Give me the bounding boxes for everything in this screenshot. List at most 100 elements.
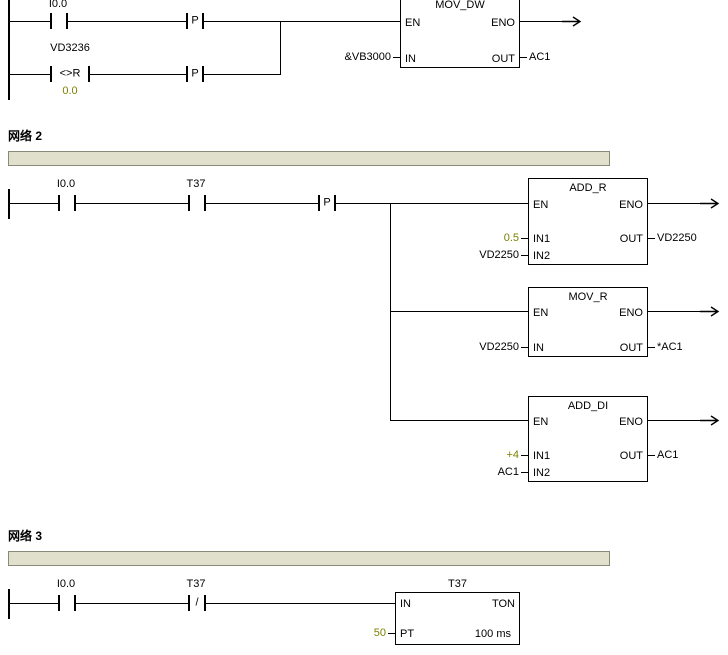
wire-tick bbox=[521, 455, 528, 456]
power-rail bbox=[8, 189, 10, 219]
contact-bar bbox=[202, 13, 204, 29]
port-out: OUT bbox=[619, 450, 643, 462]
contact-bar bbox=[204, 595, 206, 611]
contact-no[interactable] bbox=[58, 195, 76, 211]
wire bbox=[8, 21, 50, 22]
nc-slash: / bbox=[195, 596, 199, 609]
wire-junction bbox=[280, 21, 281, 75]
line-continue-arrow bbox=[700, 305, 724, 323]
wire-tick bbox=[648, 347, 655, 348]
wire bbox=[390, 420, 528, 421]
edge-contact-label: P bbox=[323, 196, 331, 209]
contact-operand[interactable]: T37 bbox=[186, 578, 206, 590]
compare-constant[interactable]: 0.0 bbox=[62, 85, 78, 97]
block-title: MOV_DW bbox=[435, 0, 485, 11]
timer-block-ton[interactable]: IN TON PT 100 ms bbox=[395, 592, 520, 645]
in1-operand[interactable]: +4 bbox=[506, 449, 519, 461]
contact-bar bbox=[204, 195, 206, 211]
network-comment-bar[interactable] bbox=[8, 551, 610, 566]
port-in: IN bbox=[533, 342, 544, 354]
contact-bar bbox=[74, 195, 76, 211]
pt-operand[interactable]: 50 bbox=[373, 627, 386, 639]
port-in: IN bbox=[405, 53, 416, 65]
wire-tick bbox=[521, 255, 528, 256]
contact-bar bbox=[74, 595, 76, 611]
contact-operand[interactable]: I0.0 bbox=[56, 578, 76, 590]
port-en: EN bbox=[533, 199, 549, 211]
wire-tick bbox=[521, 472, 528, 473]
contact-bar bbox=[188, 595, 190, 611]
contact-bar bbox=[50, 66, 52, 82]
port-pt: PT bbox=[400, 628, 415, 640]
contact-no[interactable] bbox=[50, 13, 68, 29]
wire bbox=[648, 420, 700, 421]
port-out: OUT bbox=[491, 53, 515, 65]
wire-tick bbox=[648, 455, 655, 456]
function-block-add-r[interactable]: ADD_R EN ENO IN1 OUT IN2 bbox=[528, 178, 648, 265]
contact-operand[interactable]: T37 bbox=[186, 178, 206, 190]
timer-operand[interactable]: T37 bbox=[448, 578, 467, 590]
power-rail bbox=[8, 589, 10, 619]
port-in1: IN1 bbox=[533, 233, 551, 245]
contact-operand[interactable]: VD3236 bbox=[50, 42, 90, 54]
wire bbox=[76, 603, 188, 604]
in2-operand[interactable]: VD2250 bbox=[479, 249, 519, 261]
wire bbox=[8, 74, 50, 75]
contact-operand[interactable]: I0.0 bbox=[56, 178, 76, 190]
wire bbox=[648, 203, 700, 204]
contact-operand[interactable]: I0.0 bbox=[48, 0, 68, 10]
network-title[interactable]: 网络 2 bbox=[8, 129, 43, 143]
positive-edge-contact[interactable]: P bbox=[318, 195, 336, 211]
block-title: MOV_R bbox=[568, 291, 608, 303]
out-operand[interactable]: AC1 bbox=[657, 449, 679, 461]
in-operand[interactable]: &VB3000 bbox=[344, 51, 391, 63]
compare-symbol: <>R bbox=[59, 67, 81, 80]
block-title: ADD_DI bbox=[567, 400, 609, 412]
power-rail bbox=[8, 0, 10, 100]
wire-tick bbox=[520, 57, 527, 58]
port-en: EN bbox=[533, 416, 549, 428]
port-in2: IN2 bbox=[533, 467, 551, 479]
arrow-icon bbox=[700, 306, 720, 317]
wire bbox=[206, 603, 395, 604]
function-block-mov-dw[interactable]: MOV_DW EN ENO IN OUT bbox=[400, 0, 520, 68]
out-operand[interactable]: AC1 bbox=[529, 51, 551, 63]
block-title: ADD_R bbox=[569, 182, 607, 194]
compare-contact[interactable]: <>R bbox=[50, 66, 90, 82]
arrow-icon bbox=[700, 415, 720, 426]
contact-bar bbox=[50, 13, 52, 29]
contact-bar bbox=[58, 195, 60, 211]
edge-contact-label: P bbox=[191, 14, 199, 27]
wire bbox=[520, 21, 562, 22]
port-in2: IN2 bbox=[533, 250, 551, 262]
contact-no[interactable] bbox=[188, 195, 206, 211]
port-in1: IN1 bbox=[533, 450, 551, 462]
in2-operand[interactable]: AC1 bbox=[497, 466, 519, 478]
in-operand[interactable]: VD2250 bbox=[479, 341, 519, 353]
contact-no[interactable] bbox=[58, 595, 76, 611]
positive-edge-contact[interactable]: P bbox=[186, 66, 204, 82]
in1-operand[interactable]: 0.5 bbox=[503, 232, 519, 244]
out-operand[interactable]: *AC1 bbox=[657, 341, 683, 353]
wire bbox=[68, 21, 186, 22]
network-title[interactable]: 网络 3 bbox=[8, 529, 43, 543]
contact-nc[interactable]: / bbox=[188, 595, 206, 611]
wire bbox=[206, 203, 318, 204]
port-eno: ENO bbox=[619, 307, 643, 319]
wire-tick bbox=[521, 347, 528, 348]
wire bbox=[336, 203, 528, 204]
line-continue-arrow bbox=[700, 414, 724, 432]
time-base-label: 100 ms bbox=[474, 628, 511, 640]
network-comment-bar[interactable] bbox=[8, 151, 610, 166]
function-block-add-di[interactable]: ADD_DI EN ENO IN1 OUT IN2 bbox=[528, 396, 648, 482]
wire-tick bbox=[521, 238, 528, 239]
wire bbox=[390, 311, 528, 312]
port-eno: ENO bbox=[619, 199, 643, 211]
wire bbox=[76, 203, 188, 204]
function-block-mov-r[interactable]: MOV_R EN ENO IN OUT bbox=[528, 287, 648, 357]
block-title: TON bbox=[491, 598, 515, 610]
positive-edge-contact[interactable]: P bbox=[186, 13, 204, 29]
wire-tick bbox=[388, 633, 395, 634]
wire bbox=[204, 74, 280, 75]
out-operand[interactable]: VD2250 bbox=[657, 232, 697, 244]
